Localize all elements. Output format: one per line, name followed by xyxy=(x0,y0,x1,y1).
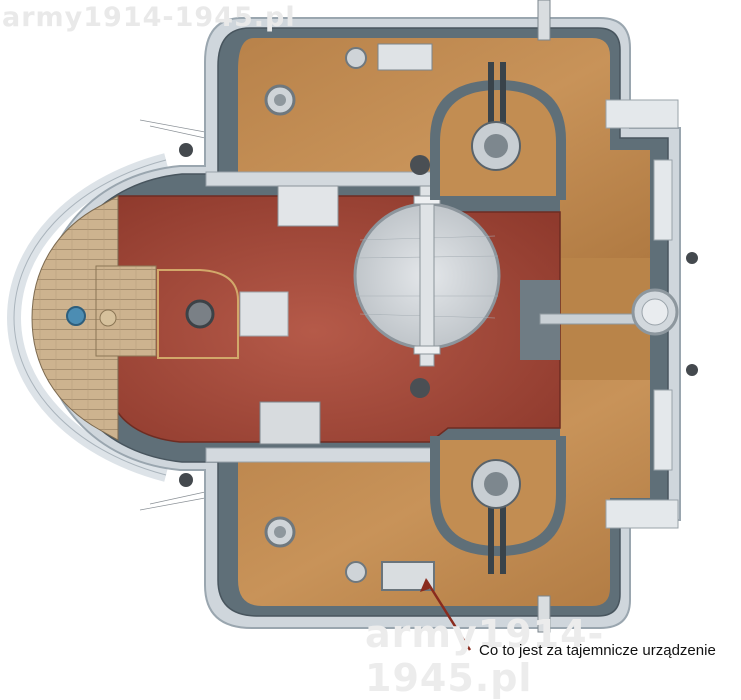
hatch-icon xyxy=(264,47,367,583)
rigging-lines xyxy=(139,119,206,511)
mystery-device xyxy=(381,561,435,591)
mast-bottom xyxy=(410,378,430,398)
compass-icon xyxy=(66,306,86,326)
bollards xyxy=(179,143,698,487)
bridge-deck xyxy=(111,195,561,443)
caption-arrow xyxy=(424,579,472,651)
plank-box xyxy=(95,265,157,357)
wheelhouse xyxy=(157,269,239,359)
binnacle xyxy=(185,299,215,329)
box-lower xyxy=(259,401,321,445)
caption-text: Co to jest za tajemnicze urządzenie xyxy=(479,642,716,659)
chart-table xyxy=(239,291,289,337)
locker-top xyxy=(377,43,433,71)
rangefinder-disk xyxy=(353,185,501,367)
ladder-icon xyxy=(537,0,679,633)
box-upper xyxy=(277,185,339,227)
ship-deck-plan: army1914-1945.pl army1914-1945.pl Co to … xyxy=(2,0,716,700)
watermark-top: army1914-1945.pl xyxy=(2,2,296,33)
mast-top xyxy=(410,155,430,175)
gun-mount-lower xyxy=(430,436,566,574)
deck-plan-drawing xyxy=(6,0,698,651)
gun-mount-upper xyxy=(430,62,566,200)
outer-walkway xyxy=(6,153,168,482)
